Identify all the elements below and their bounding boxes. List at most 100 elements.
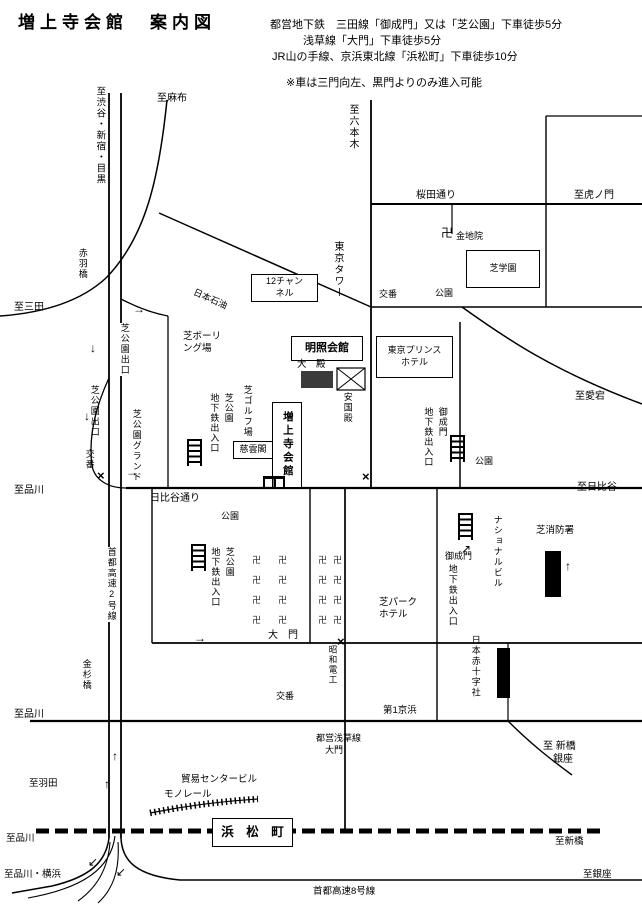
label-tokyo-prince-hotel: 東京プリンス ホテル (376, 336, 453, 378)
label-shiba-bowling: 芝ボーリ ング場 (183, 331, 222, 355)
label-shiba-koen-exit: 芝公園出口 (117, 323, 131, 376)
label-monorail: モノレール (164, 789, 212, 800)
label-national-building: ナショナルビル (492, 515, 503, 589)
label-hamamatsucho-station: 浜 松 町 (212, 818, 293, 847)
atago-curve-road (461, 306, 642, 405)
temple-mark-icon: 卍 (278, 575, 288, 585)
label-to-shimbashi-ginza: 至 新橋 銀座 (543, 741, 576, 765)
label-channel-12: 12チャン ネル (251, 274, 318, 302)
arrow-down-icon: ↓ (84, 409, 90, 423)
label-hibiya-dori: 日比谷通り (150, 493, 200, 504)
diagonal-road (158, 212, 372, 308)
label-to-haneda: 至羽田 (29, 778, 58, 789)
label-shiba-koen-ground: 芝公園グランド (131, 409, 142, 483)
roads (0, 93, 642, 904)
shimbashi-diagonal-road (507, 720, 573, 776)
label-koban: 交番 (84, 449, 95, 470)
temple-mark-icon: 卍 (252, 595, 262, 605)
subway-stairs-icon (187, 439, 202, 466)
monorail-track (149, 798, 259, 814)
label-koban: 交番 (276, 691, 295, 701)
temple-mark-icon: 卍 (333, 615, 343, 625)
arrow-up-icon: ↑ (565, 559, 571, 573)
temple-mark-icon: 卍 (441, 226, 454, 240)
label-zojoji-kaikan: 増上寺会館 (272, 402, 302, 488)
directions-line2: 浅草線「大門」下車徒歩5分 (303, 34, 442, 47)
arrow-down-left-icon: ↙ (116, 865, 127, 879)
buildings (336, 367, 366, 391)
temple-mark-icon: 卍 (333, 595, 343, 605)
label-park: 公園 (221, 511, 240, 521)
label-to-toranomon: 至虎ノ門 (574, 190, 614, 201)
label-to-shimbashi: 至新橋 (555, 836, 584, 847)
temple-mark-icon: 卍 (318, 555, 328, 565)
crossing-icon: × (97, 468, 105, 483)
arrow-down-left-icon: ↙ (88, 855, 99, 869)
temple-mark-icon: 卍 (318, 595, 328, 605)
label-jiunkaku: 慈雲閣 (233, 441, 273, 459)
label-park: 公園 (435, 288, 454, 298)
label-to-shinagawa: 至品川 (14, 485, 44, 496)
arrow-down-icon: ↓ (90, 341, 96, 355)
label-subway-exit: 地下鉄出入口 (447, 564, 458, 627)
label-shiba-koen-exit: 芝公園出口 (89, 385, 100, 438)
page-title: 増上寺会館 案内図 (18, 13, 216, 32)
label-to-mita: 至三田 (14, 302, 44, 313)
temple-mark-icon: 卍 (278, 615, 288, 625)
arrow-up-right-icon: ↗ (461, 542, 472, 556)
label-boeki-center: 貿易センタービル (181, 774, 258, 785)
expressway-ramp (11, 837, 110, 894)
label-to-shinagawa-yokohama: 至品川・横浜 (4, 869, 62, 880)
subway-stairs-icon (450, 435, 465, 462)
temple-mark-icon: 卍 (252, 555, 262, 565)
arrow-right-icon: → (126, 465, 138, 479)
label-akabanebashi: 赤羽橋 (77, 248, 88, 280)
label-shuto-expressway-8: 首都高速8号線 (313, 886, 376, 897)
temple-mark-icon: 卍 (318, 615, 328, 625)
label-subway-exit-shibakoen: 地下鉄出入口 芝公園 (209, 393, 234, 453)
daiden-building (301, 371, 333, 388)
label-subway-exit-onarimon: 地下鉄出入口 御成門 (423, 407, 448, 467)
azabu-mita-road (0, 99, 168, 317)
temple-mark-icon: 卍 (318, 575, 328, 585)
temple-mark-icon: 卍 (278, 555, 288, 565)
label-park: 公園 (475, 456, 494, 466)
label-to-shibuya-shinjuku-meguro: 至渋谷・新宿・目黒 (94, 86, 106, 185)
arrow-right-icon: → (194, 631, 206, 645)
label-japan-red-cross: 日本赤十字社 (470, 635, 481, 698)
expressway-ramp (77, 841, 111, 902)
ankokuden-hatch (336, 367, 366, 391)
access-directions: 都営地下鉄 三田線「御成門」又は「芝公園」下車徒歩5分 浅草線「大門」下車徒歩5… (270, 18, 562, 92)
sanmon-gate-icon (263, 476, 285, 487)
label-to-shinagawa: 至品川 (6, 833, 35, 844)
label-shiba-park-hotel: 芝パーク ホテル (379, 597, 418, 621)
fire-station-building (545, 551, 561, 597)
label-konchiin: 金地院 (456, 231, 484, 241)
label-daiichi-keihin: 第1京浜 (383, 705, 417, 716)
red-cross-building (497, 648, 510, 698)
directions-line1: 都営地下鉄 三田線「御成門」又は「芝公園」下車徒歩5分 (270, 19, 563, 31)
label-shiba-golf: 芝ゴルフ場 (242, 385, 253, 438)
label-koban: 交番 (379, 289, 398, 299)
label-to-azabu: 至麻布 (157, 93, 187, 104)
shibakoen-exit-ramp (90, 377, 127, 489)
label-to-atago: 至愛宕 (575, 391, 605, 402)
label-to-shinagawa: 至品川 (14, 709, 44, 720)
label-shuto-expressway-2: 首都高速2号線 (104, 547, 118, 622)
label-tokyo-tower: 東京タワー (332, 241, 343, 299)
label-sakurada-dori: 桜田通り (416, 190, 456, 201)
label-showa-denko: 昭和電工 (328, 645, 339, 685)
crossing-icon: × (337, 634, 345, 649)
arrow-right-icon: → (133, 302, 145, 316)
label-shiba-fire-station: 芝消防署 (536, 525, 575, 536)
label-shiba-gakuen: 芝学園 (466, 250, 540, 288)
label-toei-asakusa-daimon: 都営浅草線 大門 (316, 733, 362, 755)
label-meisho-kaikan: 明照会館 (291, 336, 363, 361)
directions-line3: JR山の手線、京浜東北線「浜松町」下車徒歩10分 (272, 50, 518, 63)
label-kanasugibashi: 金杉橋 (81, 659, 92, 691)
expressway-ramp (97, 841, 119, 904)
label-to-hibiya: 至日比谷 (577, 482, 617, 493)
temple-mark-icon: 卍 (252, 615, 262, 625)
